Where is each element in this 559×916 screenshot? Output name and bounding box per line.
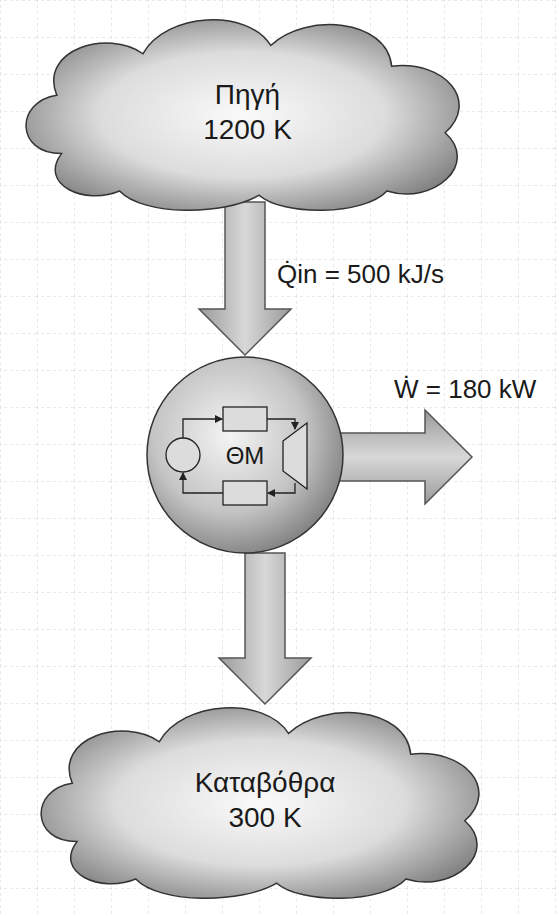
reservoir-temperature: 300 K <box>228 800 301 835</box>
reservoir-cloud: Καταβόθρα300 K <box>30 696 500 904</box>
reservoir-name: Πηγή <box>215 77 280 112</box>
engine-label: ΘΜ <box>226 444 265 468</box>
heat-flow-arrow <box>219 553 311 704</box>
reservoir-name: Καταβόθρα <box>195 765 336 800</box>
cloud-shape <box>15 8 480 216</box>
reservoir-temperature: 1200 K <box>203 112 292 147</box>
heat-engine: ΘΜ <box>145 355 345 555</box>
reservoir-cloud: Πηγή1200 K <box>15 8 480 216</box>
work-arrow <box>335 410 472 504</box>
heat-rate-label: Q̇in = 500 kJ/s <box>277 260 444 289</box>
work-label: Ẇ = 180 kW <box>394 375 536 404</box>
cloud-shape <box>30 696 500 904</box>
